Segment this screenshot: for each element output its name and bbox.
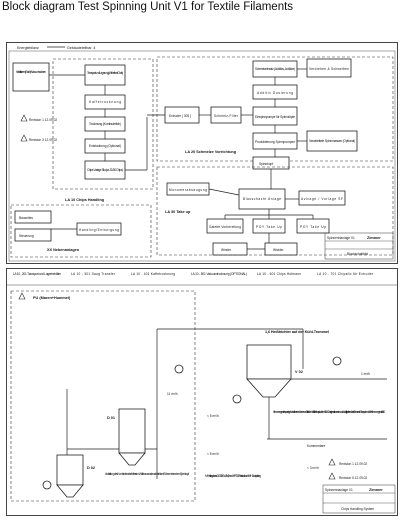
section-nebenanlagen: XX Nebenanlagen	[47, 248, 80, 252]
header-cell-2: LA 10 - 301 Saug Transfer	[71, 272, 116, 276]
section-la-extruder: LA 20 Schmelze Vorrichtung	[185, 150, 237, 154]
revision-triangle-icon	[328, 458, 336, 466]
box-avivage	[298, 190, 346, 206]
label-additiv-dosierung: Additiv Dosierung	[257, 91, 293, 95]
label-steuerung: Steuerung	[19, 234, 34, 238]
label-spinnkopf: Spinnkopf	[259, 162, 273, 166]
top-label-1: Energiebilanz	[17, 46, 39, 50]
header-cell-1: LA 10 - 201 Transport und Lagerbehälter	[13, 272, 62, 276]
vessel-v02-cone	[246, 378, 292, 398]
revision-triangle-icon	[20, 134, 28, 142]
instrument-circle-icon	[332, 356, 342, 366]
flow-label-3: < 5 m³/h	[207, 452, 219, 456]
header-cell-4: LA 10 - 501 Vakuumtrocknung (OPTIONAL)	[191, 272, 247, 276]
revision-sheet2-2: Revision 5 12.09.02	[339, 476, 367, 480]
box-transport	[84, 64, 126, 86]
chips-handling-drawing: LA 10 - 201 Transport und Lagerbehälter …	[7, 272, 397, 514]
box-steuerung	[14, 228, 52, 242]
header-cell-6: LA 10 - 701 Chipsilo für Extruder	[317, 272, 374, 276]
vessel-tag: V 02	[295, 370, 303, 374]
label-trocknung: Trocknung (Kontinuierlich)	[89, 122, 121, 126]
top-label-2: Gebäudeleitbar. 4	[67, 46, 95, 50]
tank-d01-tag: D 01	[107, 416, 115, 420]
label-galette: Galette Vorbereitung	[209, 225, 241, 229]
sheet2-title-block-project: Spinnereianlage V1	[325, 488, 353, 492]
label-transport: Transport und Lagerung (Wirbelbett Chalt…	[87, 71, 123, 75]
revision-note-1: Revision 1 12.09.02	[29, 118, 57, 122]
note-klemmengen: Klemmengen die separat gebündelt werden …	[273, 410, 385, 414]
note-aufstellung: Aufstellung des Kombinationsbehälters im…	[105, 472, 189, 476]
silo-d02-tag: D 02	[87, 466, 95, 470]
vessel-v02	[246, 344, 292, 380]
label-schmelzeinsatz: Schmelzeinsatz (Additivs, Additive)	[255, 67, 295, 71]
label-verdrehen: Verdrehen & Schweiben	[309, 67, 349, 71]
revision-triangle-icon	[328, 472, 336, 480]
instrument-circle-icon	[174, 364, 184, 374]
box-kristallisieren	[12, 62, 50, 92]
tank-d01	[118, 408, 146, 454]
note-mh: M+H steingabe an DCS/ 2x DW 2x 4,0 mm 2x…	[205, 474, 261, 478]
sheet2-title-block-company: Zimmer	[369, 488, 383, 492]
header-cell-5: LA 10 - 601 Chips Hofmann	[257, 272, 301, 276]
label-extruder: Extruder ( 305 )	[169, 114, 191, 118]
silo-d02	[56, 454, 84, 486]
label-wickler: Wickler	[273, 248, 284, 252]
sheet2-title-block-drawing: Chips Handling System	[341, 507, 374, 511]
section-la-chips: LA 10 Chips Handling	[65, 198, 105, 202]
flow-label-1: 11 m³/h	[167, 392, 178, 396]
label-entstaubung: Entstaubung (Optional)	[89, 144, 121, 148]
pu-label: PU (Maren+Hummel)	[33, 296, 71, 300]
label-chips-vorlage: Chips Vorlage Silo (ca. 30-50 Chips)	[87, 168, 123, 172]
label-kristallisieren: Kristallisieren (Batch) / Vacuumtrocknen	[16, 70, 46, 74]
revision-triangle-icon	[18, 292, 26, 300]
label-blasschacht: Blasschacht Anlage	[243, 197, 281, 201]
label-poy-2: POY Take Up	[300, 225, 326, 229]
label-monomerabsaugung: Monomerabsaugung	[169, 188, 207, 192]
label-schmelze-filter: Schmelz-Filter	[214, 114, 239, 118]
instrument-circle-icon	[42, 480, 52, 490]
title-block-company: Zimmer	[367, 236, 381, 240]
label-avivage: Avivage / Vorlage SF	[301, 197, 343, 201]
label-poy-1: POY Take Up	[256, 225, 282, 229]
flow-label-5: 1 m³/h	[361, 372, 370, 376]
vessel-label: 1,6 Heißtrichter auf der Kühl-Trommel	[265, 330, 329, 334]
page-title: Block diagram Test Spinning Unit V1 for …	[2, 1, 294, 13]
label-bauseites: Bauseites	[19, 216, 33, 220]
block-diagram-sheet: Energiebilanz Gebäudeleitbar. 4 Kristall…	[6, 42, 398, 264]
revision-note-2: Revision 3 12.09.02	[29, 138, 57, 142]
flow-label-4: < 3 m³/h	[307, 466, 319, 470]
instrument-circle-icon	[232, 394, 242, 404]
section-la-takeup: LA 30 Take up	[165, 210, 191, 214]
block-diagram-drawing: Energiebilanz Gebäudeleitbar. 4 Kristall…	[8, 46, 396, 262]
note-kommentare: Kommentare	[307, 444, 325, 448]
box-bauseites	[14, 210, 52, 224]
revision-triangle-icon	[20, 114, 28, 122]
flow-label-2: < 5 m³/h	[207, 414, 219, 418]
title-block-drawing: Blockschaltbild	[347, 252, 368, 256]
label-einspinnpumpe: Einspinnpumpe für Spinnköpfe	[255, 115, 295, 119]
label-winder: Winder	[221, 248, 232, 252]
label-kaffetrocknung: Kaffetrocknung	[89, 100, 121, 104]
chips-handling-sheet: LA 10 - 201 Transport und Lagerbehälter …	[6, 268, 398, 516]
revision-sheet2-1: Revision 1 12.09.02	[339, 462, 367, 466]
title-block-project: Spinnereianlage V1	[327, 236, 355, 240]
label-produktion: Produktierung Spinnpumpen	[255, 140, 295, 144]
box-verdrehen	[306, 58, 352, 78]
header-cell-3: LA 10 - 401 Kaffetrocknung	[131, 272, 175, 276]
label-handling: Handling/Entsorgung	[79, 228, 119, 232]
label-verarbeitete: Verarbeitete Spinnmassen (Optional)	[309, 139, 355, 143]
